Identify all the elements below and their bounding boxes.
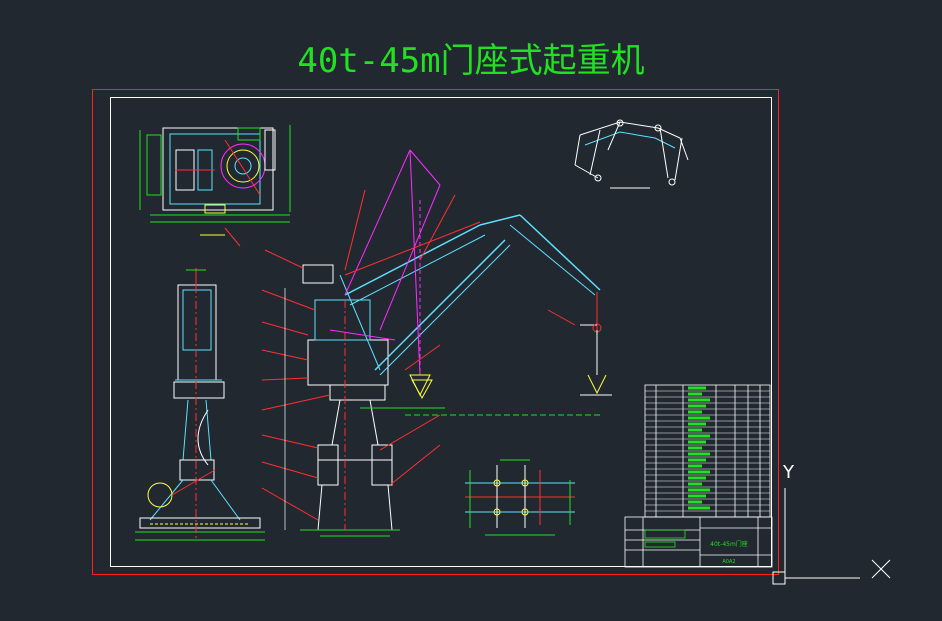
ucs-icon: Y <box>772 462 891 585</box>
title-block: 40t-45m门座 A0A2 <box>624 516 773 568</box>
drawing-title: 40t-45m门座式起重机 <box>297 41 645 81</box>
parts-list-cell-text <box>688 404 706 408</box>
parts-list-cell-text <box>688 410 702 414</box>
parts-list-cell-text <box>688 458 706 462</box>
parts-list-cell-text <box>688 446 702 450</box>
jib-schematic-view <box>574 119 689 189</box>
parts-list-cell-text <box>688 452 710 456</box>
parts-list-cell-text <box>688 398 710 402</box>
main-crane-elevation <box>261 149 612 537</box>
parts-list-table <box>644 384 771 518</box>
parts-list-cell-text <box>688 428 702 432</box>
parts-list-cell-text <box>688 494 706 498</box>
parts-list-cell-text <box>688 470 710 474</box>
parts-list-cell-text <box>688 476 706 480</box>
parts-list-cell-text <box>688 482 702 486</box>
parts-list-cell-text <box>688 434 710 438</box>
parts-list-cell-text <box>688 464 702 468</box>
parts-list-cell-text <box>688 440 706 444</box>
parts-list-cell-text <box>688 386 706 390</box>
sheet-inner-border <box>110 97 772 567</box>
sheet-size-label: A0A2 <box>722 559 735 565</box>
title-block-name: 40t-45m门座 <box>710 540 748 548</box>
ucs-y-label: Y <box>782 462 795 483</box>
parts-list-cell-text <box>688 488 710 492</box>
wheel-bogie-detail <box>465 459 575 536</box>
sheet-outer-border <box>92 89 779 575</box>
parts-list-cell-text <box>688 422 706 426</box>
side-elevation-view <box>135 268 265 541</box>
parts-list-cell-text <box>688 416 710 420</box>
parts-list-rows <box>645 386 770 512</box>
parts-list-cell-text <box>688 506 710 510</box>
parts-list-cell-text <box>688 392 702 396</box>
machinery-plan-view <box>139 125 291 247</box>
parts-list-cell-text <box>688 500 702 504</box>
close-icon <box>871 559 891 579</box>
